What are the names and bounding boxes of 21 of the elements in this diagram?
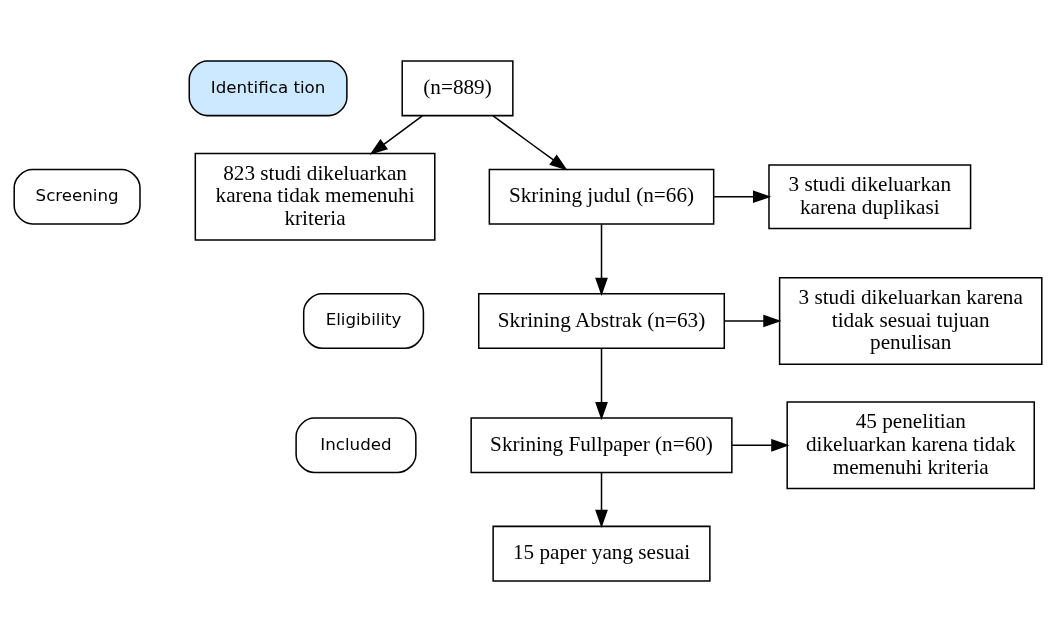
arrow bbox=[492, 115, 568, 171]
arrow bbox=[595, 472, 608, 528]
node-box: 45 penelitian dikeluarkan karena tidak memenuhi kriteria bbox=[786, 401, 1035, 490]
node-box: 3 studi dikeluarkan karena duplikasi bbox=[768, 164, 972, 230]
node-box: (n=889) bbox=[401, 60, 514, 117]
arrow bbox=[369, 115, 424, 155]
node-box: Screening bbox=[13, 168, 141, 225]
node-box: Skrining Fullpaper (n=60) bbox=[470, 417, 733, 474]
node-box: Identifica tion bbox=[188, 60, 348, 117]
arrow bbox=[595, 348, 608, 421]
node-box: 15 paper yang sesuai bbox=[492, 525, 711, 582]
node-box: 823 studi dikeluarkan karena tidak memenuhi kriteria bbox=[194, 152, 436, 241]
node-box: Skrining judul (n=66) bbox=[488, 168, 715, 225]
arrow bbox=[731, 438, 790, 452]
arrow bbox=[713, 190, 772, 204]
node-box: Eligibility bbox=[302, 292, 425, 350]
arrow bbox=[595, 223, 608, 296]
arrow bbox=[723, 314, 782, 328]
node-box: Included bbox=[295, 417, 417, 474]
node-box: Skrining Abstrak (n=63) bbox=[478, 292, 726, 350]
node-box: 3 studi dikeluarkan karena tidak sesuai tujuan penulisan bbox=[778, 277, 1043, 365]
